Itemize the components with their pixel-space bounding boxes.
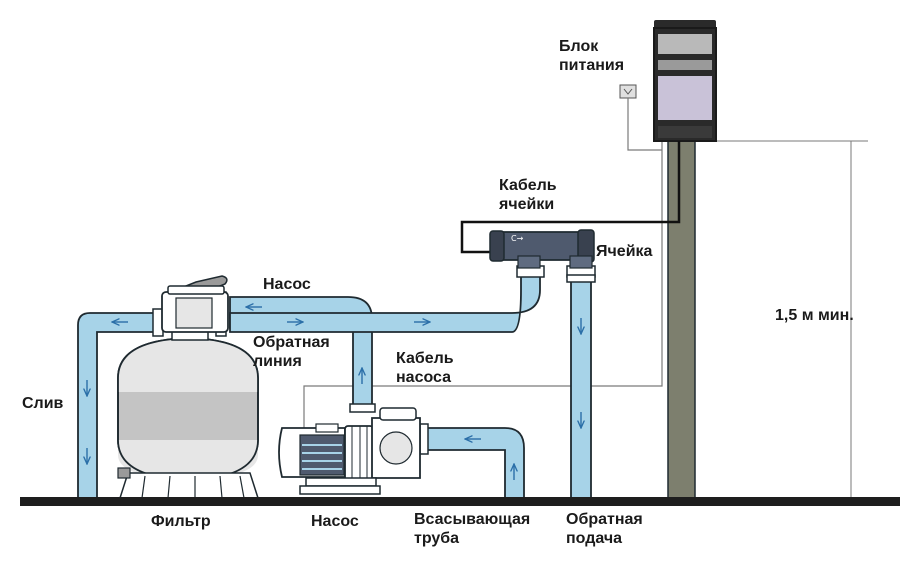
label-cell-cable-line2: ячейки	[499, 196, 555, 213]
power-unit	[653, 20, 717, 142]
label-filter: Фильтр	[151, 513, 211, 530]
sand-filter	[117, 327, 260, 499]
label-cell: Ячейка	[596, 243, 653, 260]
label-cell-cable-line1: Кабель	[499, 177, 557, 194]
support-post	[667, 140, 696, 499]
label-pump-cable-line2: насоса	[396, 369, 452, 386]
cell-cable	[460, 141, 681, 254]
pump	[278, 407, 421, 495]
label-pump-bottom: Насос	[311, 513, 359, 530]
label-pump-cable-line1: Кабель	[396, 350, 454, 367]
label-drain: Слив	[22, 395, 64, 412]
label-suction-pipe: Всасывающая труба	[414, 510, 530, 548]
label-suction-pipe-line1: Всасывающая	[414, 511, 531, 528]
multiport-valve-icon	[161, 275, 229, 333]
flow-arrow-icon	[87, 307, 581, 480]
label-cell-cable: Кабель ячейки	[499, 176, 557, 214]
label-return-supply: Обратная подача	[566, 510, 643, 548]
label-return-line: Обратная линия	[253, 333, 330, 371]
height-dimension	[715, 140, 868, 497]
ground	[20, 497, 900, 506]
plug-socket-icon	[619, 84, 662, 151]
label-return-line-line1: Обратная	[253, 334, 330, 351]
label-power-unit-line1: Блок	[559, 38, 599, 55]
pump-cable	[303, 141, 663, 428]
svg-text:C→: C→	[511, 234, 524, 243]
salt-cell: C→	[489, 229, 595, 269]
label-pump-top: Насос	[263, 276, 311, 293]
label-suction-pipe-line2: труба	[414, 530, 460, 547]
label-return-supply-line1: Обратная	[566, 511, 643, 528]
label-return-line-line2: линия	[253, 353, 302, 370]
label-power-unit: Блок питания	[559, 37, 624, 75]
label-power-unit-line2: питания	[559, 57, 625, 74]
label-min-height: 1,5 м мин.	[775, 307, 854, 324]
label-return-supply-line2: подача	[566, 530, 623, 547]
pipes	[77, 274, 592, 499]
label-pump-cable: Кабель насоса	[396, 349, 454, 387]
